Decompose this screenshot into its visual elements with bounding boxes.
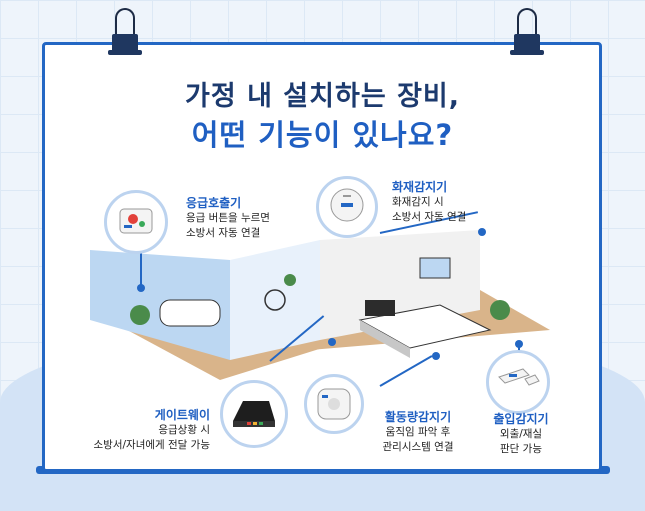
device-desc: 판단 가능 <box>500 443 542 455</box>
door-sensor-icon <box>498 368 540 386</box>
connector-dot <box>328 338 336 346</box>
gateway-device <box>220 380 288 448</box>
room-illustration <box>90 230 550 380</box>
door-sensor-device <box>486 350 550 414</box>
device-desc: 외출/재실 <box>499 428 543 440</box>
fire-detector-label: 화재감지기 화재감지 시 소방서 자동 연결 <box>392 178 466 225</box>
activity-sensor-label: 활동량감지기 움직임 파악 후 관리시스템 연결 <box>368 408 468 455</box>
gateway-label: 게이트웨이 응급상황 시 소방서/자녀에게 전달 가능 <box>80 406 210 453</box>
device-desc: 소방서 자동 연결 <box>392 211 467 223</box>
device-desc: 응급 버튼을 누르면 <box>186 212 270 224</box>
plant-icon <box>284 274 296 286</box>
bed-side <box>360 320 410 358</box>
page-title-line2: 어떤 기능이 있나요? <box>191 118 454 152</box>
device-name: 응급호출기 <box>186 196 242 210</box>
connector-dot <box>515 340 523 348</box>
bathtub <box>159 299 221 327</box>
device-desc: 응급상황 시 <box>158 424 210 436</box>
page-title-line1: 가정 내 설치하는 장비, <box>184 81 461 112</box>
gateway-icon <box>233 401 275 427</box>
fire-detector-device <box>316 176 378 238</box>
activity-sensor-device <box>304 374 364 434</box>
connector-dot <box>478 228 486 236</box>
emergency-call-label: 응급호출기 응급 버튼을 누르면 소방서 자동 연결 <box>186 194 270 241</box>
connector-dot <box>432 352 440 360</box>
emergency-button-icon <box>119 208 153 234</box>
window <box>419 257 451 279</box>
device-name: 출입감지기 <box>493 412 549 426</box>
partition-wall <box>230 240 320 360</box>
plant-icon <box>490 300 510 320</box>
device-name: 게이트웨이 <box>154 408 210 422</box>
smoke-detector-icon <box>330 188 364 222</box>
device-name: 화재감지기 <box>392 180 448 194</box>
device-desc: 화재감지 시 <box>392 196 444 208</box>
device-desc: 관리시스템 연결 <box>382 441 454 453</box>
emergency-call-device <box>104 190 168 254</box>
headboard <box>365 300 395 316</box>
binder-clip-icon <box>108 8 142 60</box>
connector-line <box>140 242 142 286</box>
plant-icon <box>130 305 150 325</box>
device-desc: 움직임 파악 후 <box>385 426 451 438</box>
bathroom-wall <box>90 250 230 360</box>
device-desc: 소방서 자동 연결 <box>186 227 261 239</box>
device-name: 활동량감지기 <box>384 410 452 424</box>
mirror <box>264 289 286 311</box>
motion-sensor-icon <box>317 388 351 420</box>
door-sensor-label: 출입감지기 외출/재실 판단 가능 <box>476 410 566 457</box>
connector-dot <box>137 284 145 292</box>
device-desc: 소방서/자녀에게 전달 가능 <box>93 439 210 451</box>
binder-clip-icon <box>510 8 544 60</box>
